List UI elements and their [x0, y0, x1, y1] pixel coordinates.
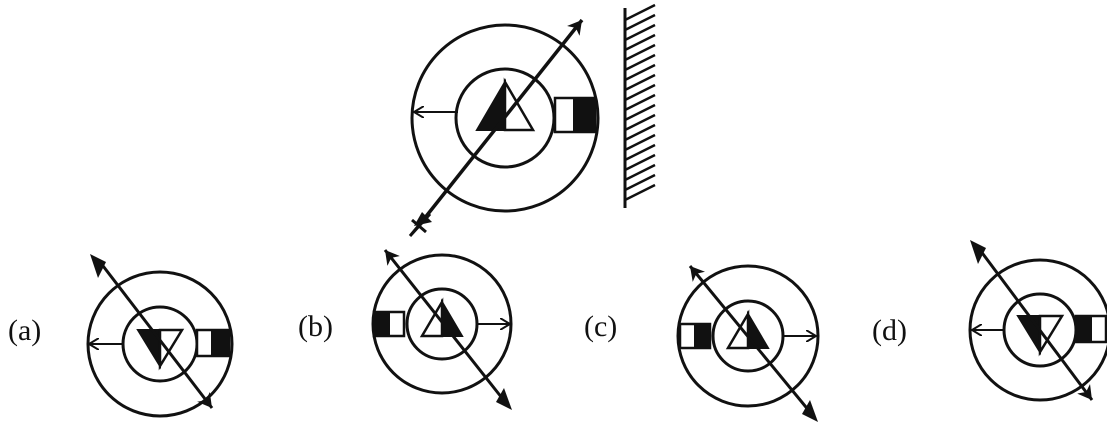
option-a-label: (a) — [8, 314, 41, 347]
option-b-figure — [371, 249, 513, 410]
mirror — [623, 3, 656, 208]
option-d-figure — [968, 240, 1107, 402]
option-c-label: (c) — [584, 310, 617, 343]
option-d-label: (d) — [872, 314, 907, 347]
original-object — [408, 18, 600, 238]
option-b-label: (b) — [298, 310, 333, 343]
option-a-figure — [86, 254, 234, 418]
option-c-figure — [676, 264, 820, 422]
